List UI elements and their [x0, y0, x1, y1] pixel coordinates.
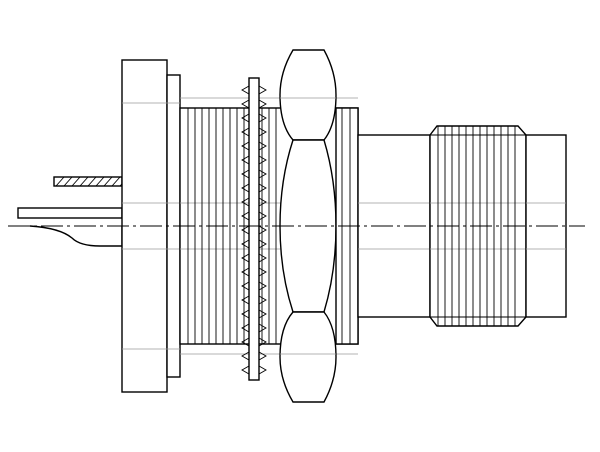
hatch-line	[71, 176, 81, 187]
washer-tooth	[241, 211, 267, 221]
washer-tooth	[241, 267, 267, 277]
washer-tooth	[241, 337, 267, 347]
washer-tooth	[241, 127, 267, 137]
washer-tooth	[241, 239, 267, 249]
hatch-line	[63, 176, 73, 187]
hatch-line	[55, 176, 65, 187]
hatch-line	[79, 176, 89, 187]
hatch-line	[111, 176, 121, 187]
washer-tooth	[241, 323, 267, 333]
washer-tooth	[241, 155, 267, 165]
washer-tooth	[241, 365, 267, 375]
lock-washer	[241, 77, 267, 381]
washer-tooth	[241, 253, 267, 263]
contact-tail	[17, 207, 123, 247]
washer-tooth	[241, 85, 267, 95]
washer-tooth	[241, 141, 267, 151]
washer-tooth	[241, 99, 267, 109]
solder-tab	[53, 176, 129, 187]
washer-tooth	[241, 295, 267, 305]
hatch-line	[87, 176, 97, 187]
washer-tooth	[241, 169, 267, 179]
washer-tooth	[241, 309, 267, 319]
washer-tooth	[241, 351, 267, 361]
hatch-line	[103, 176, 113, 187]
washer-tooth	[241, 113, 267, 123]
hatch-line	[95, 176, 105, 187]
washer-tooth	[241, 281, 267, 291]
washer-tooth	[241, 197, 267, 207]
washer-tooth	[241, 225, 267, 235]
washer-tooth	[241, 183, 267, 193]
